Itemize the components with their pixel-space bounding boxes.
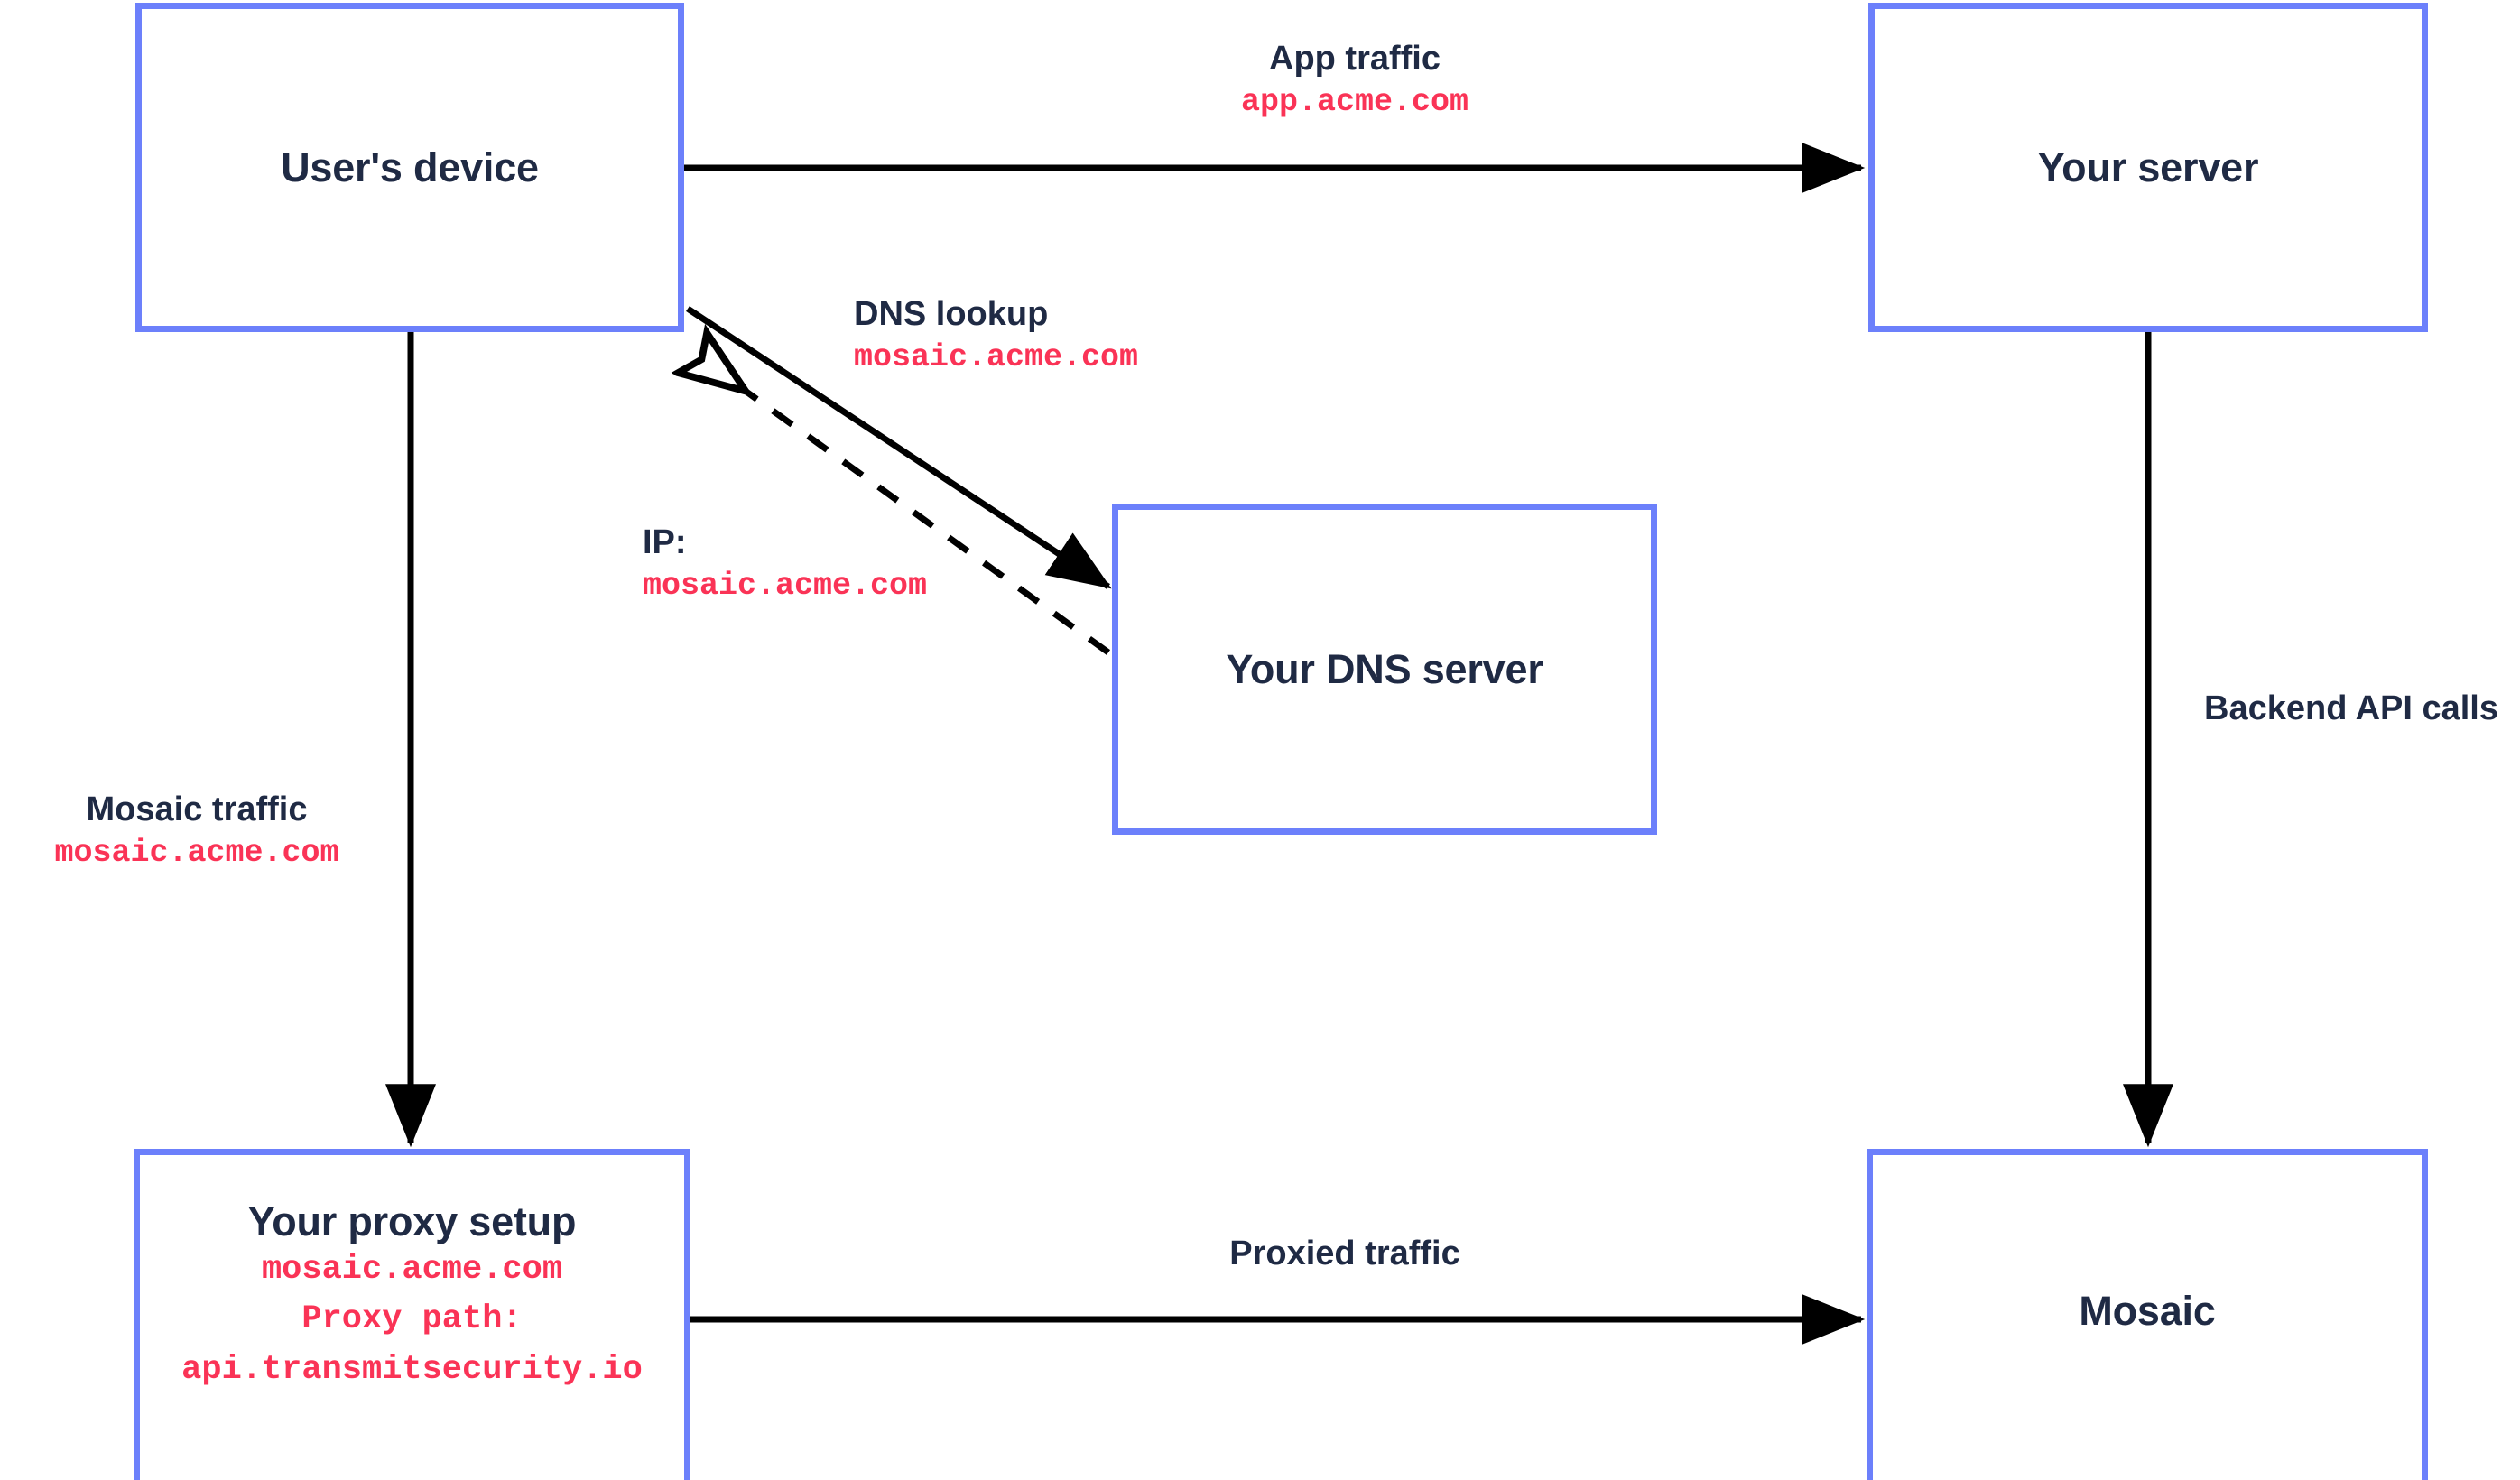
node-users-device[interactable]: User's device bbox=[135, 3, 684, 332]
node-your-dns-server-title: Your DNS server bbox=[1226, 645, 1543, 692]
node-mosaic[interactable]: Mosaic bbox=[1867, 1149, 2428, 1480]
node-your-proxy-setup-title: Your proxy setup bbox=[247, 1198, 577, 1244]
node-users-device-title: User's device bbox=[281, 143, 539, 190]
edge-label-proxied-traffic: Proxied traffic bbox=[1002, 1233, 1688, 1276]
node-your-proxy-setup-path-value: api.transmitsecurity.io bbox=[181, 1350, 643, 1389]
edge-label-dns-lookup-host: mosaic.acme.com bbox=[854, 338, 1139, 375]
edge-label-dns-lookup: DNS lookup mosaic.acme.com bbox=[854, 293, 1323, 379]
edge-label-mosaic-traffic-text: Mosaic traffic bbox=[86, 791, 308, 828]
edge-label-dns-lookup-text: DNS lookup bbox=[854, 295, 1049, 333]
edge-label-dns-response: IP: mosaic.acme.com bbox=[643, 522, 1112, 607]
node-your-dns-server[interactable]: Your DNS server bbox=[1112, 504, 1657, 835]
edge-label-app-traffic-host: app.acme.com bbox=[1240, 83, 1469, 120]
node-your-proxy-setup-path-label: Proxy path: bbox=[301, 1300, 523, 1339]
node-your-server[interactable]: Your server bbox=[1868, 3, 2428, 332]
node-your-proxy-setup-host: mosaic.acme.com bbox=[261, 1250, 563, 1289]
edge-label-backend-api-text: Backend API calls bbox=[2204, 689, 2498, 727]
edge-label-mosaic-traffic-host: mosaic.acme.com bbox=[54, 834, 339, 871]
edge-dns-response bbox=[695, 355, 1111, 655]
edge-label-app-traffic-text: App traffic bbox=[1269, 40, 1441, 78]
edge-label-backend-api: Backend API calls bbox=[2198, 688, 2505, 731]
edge-label-app-traffic: App traffic app.acme.com bbox=[1120, 38, 1589, 124]
node-mosaic-title: Mosaic bbox=[2079, 1288, 2216, 1334]
edge-label-dns-response-host: mosaic.acme.com bbox=[643, 567, 928, 604]
node-your-proxy-setup[interactable]: Your proxy setup mosaic.acme.com Proxy p… bbox=[134, 1149, 690, 1480]
edge-label-dns-response-text: IP: bbox=[643, 523, 687, 561]
edge-label-proxied-traffic-text: Proxied traffic bbox=[1229, 1235, 1460, 1272]
edge-label-mosaic-traffic: Mosaic traffic mosaic.acme.com bbox=[16, 789, 377, 874]
node-your-server-title: Your server bbox=[2037, 143, 2259, 190]
